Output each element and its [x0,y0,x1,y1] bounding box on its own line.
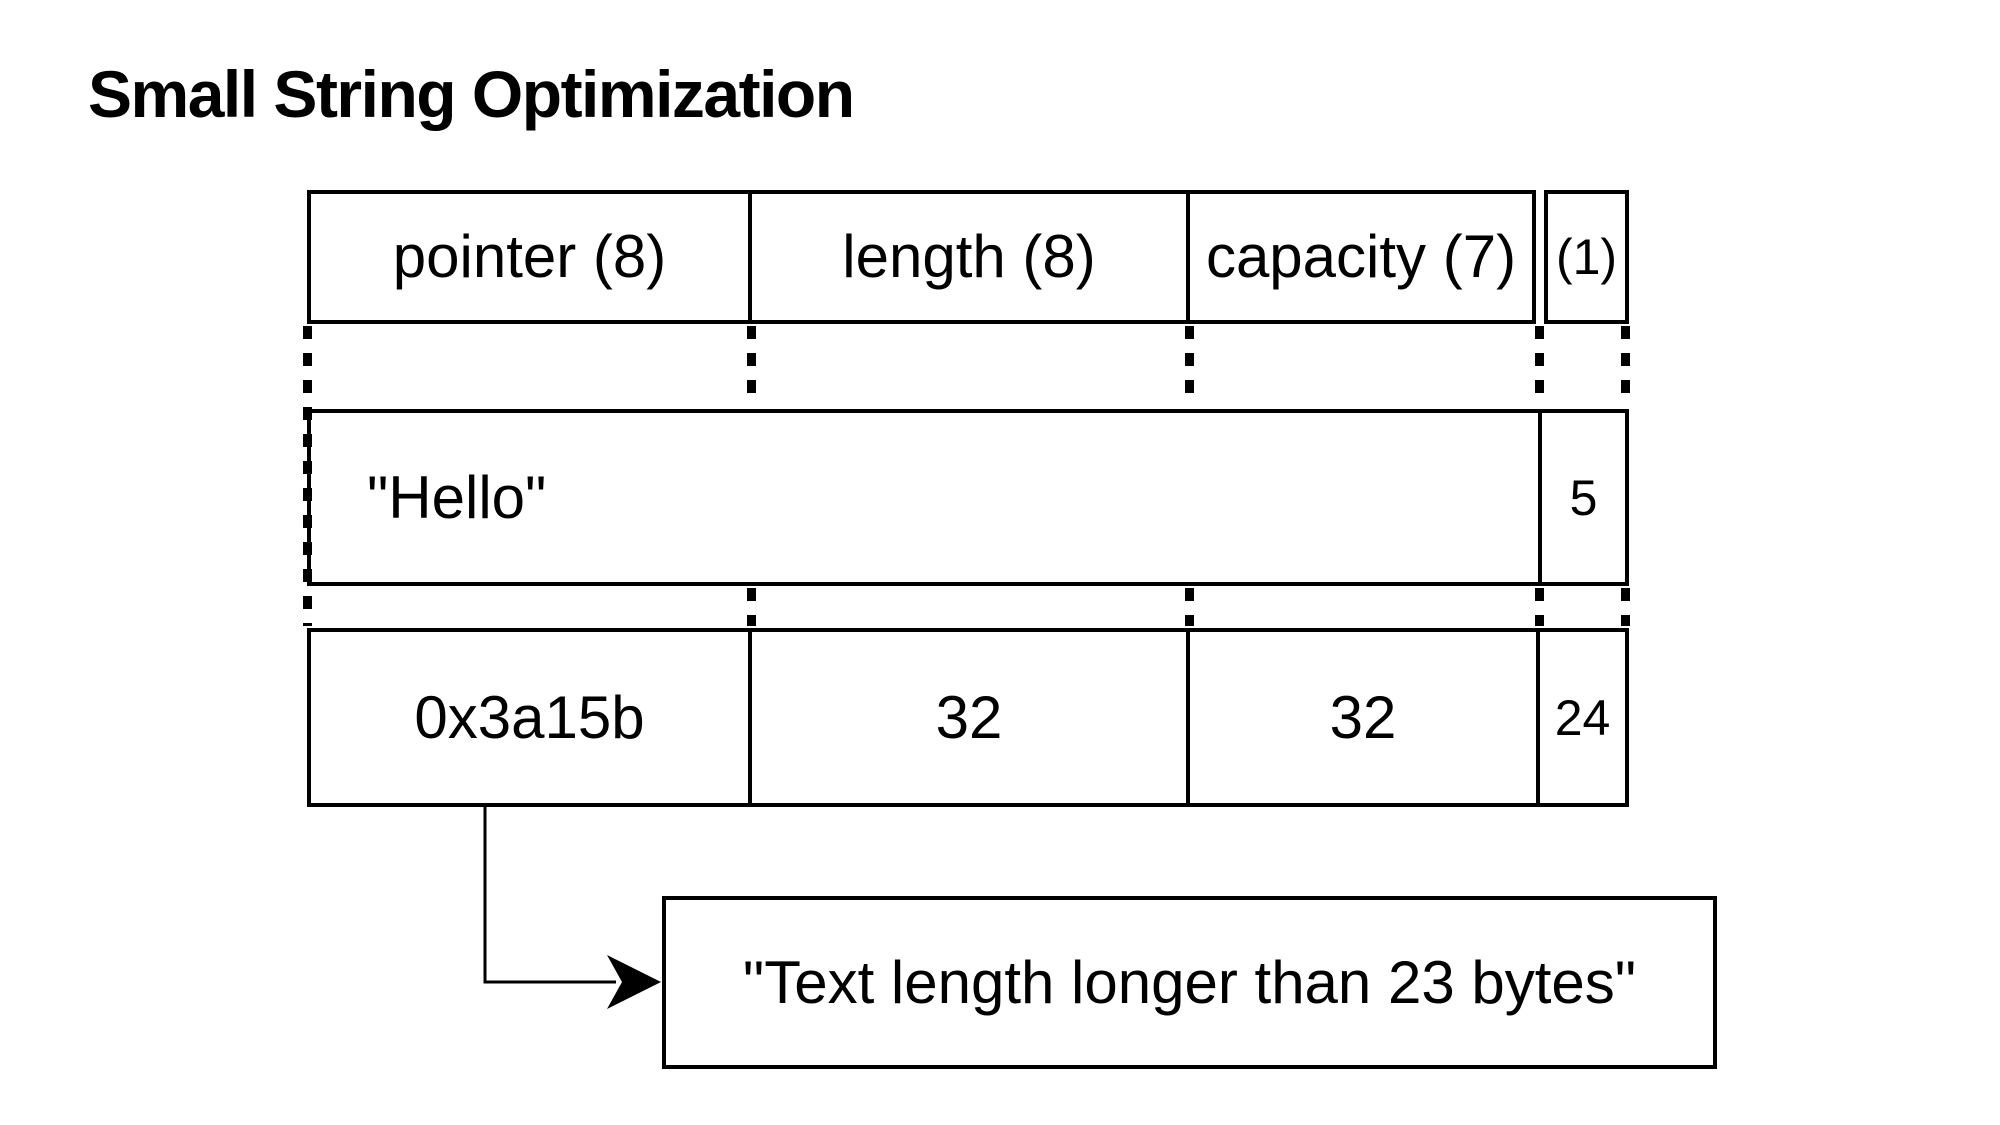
pointer-arrowhead-icon [607,955,661,1009]
sso-string-cell: "Hello" [311,413,1542,582]
dashed-guide-line [1535,326,1544,407]
dashed-guide-line [1535,588,1544,626]
sso-row: "Hello" 5 [307,409,1629,586]
diagram-title: Small String Optimization [88,57,855,131]
header-cell-pointer: pointer (8) [311,194,752,320]
sso-flag-cell: 5 [1569,469,1598,526]
dashed-guide-line [747,588,756,626]
dashed-guide-line [1621,326,1630,407]
dashed-guide-line [1185,588,1194,626]
header-row: pointer (8) length (8) capacity (7) [307,190,1536,324]
heap-string-box: "Text length longer than 23 bytes" [662,896,1717,1069]
pointer-arrow-line [483,806,616,984]
dashed-guide-line [747,326,756,407]
header-cell-flag-byte: (1) [1555,229,1618,285]
heap-capacity-cell: 32 [1190,632,1540,803]
header-cell-length: length (8) [752,194,1190,320]
dashed-guide-line [1185,326,1194,407]
heap-flag-cell: 24 [1554,689,1611,746]
heap-row: 0x3a15b 32 32 24 [307,628,1629,807]
dashed-guide-line [303,326,312,626]
heap-length-cell: 32 [752,632,1190,803]
heap-pointer-cell: 0x3a15b [311,632,752,803]
dashed-guide-line [1621,588,1630,626]
header-cell-capacity: capacity (7) [1205,223,1517,290]
header-flag-box: (1) [1544,190,1629,324]
heap-string-text: "Text length longer than 23 bytes" [742,948,1637,1016]
